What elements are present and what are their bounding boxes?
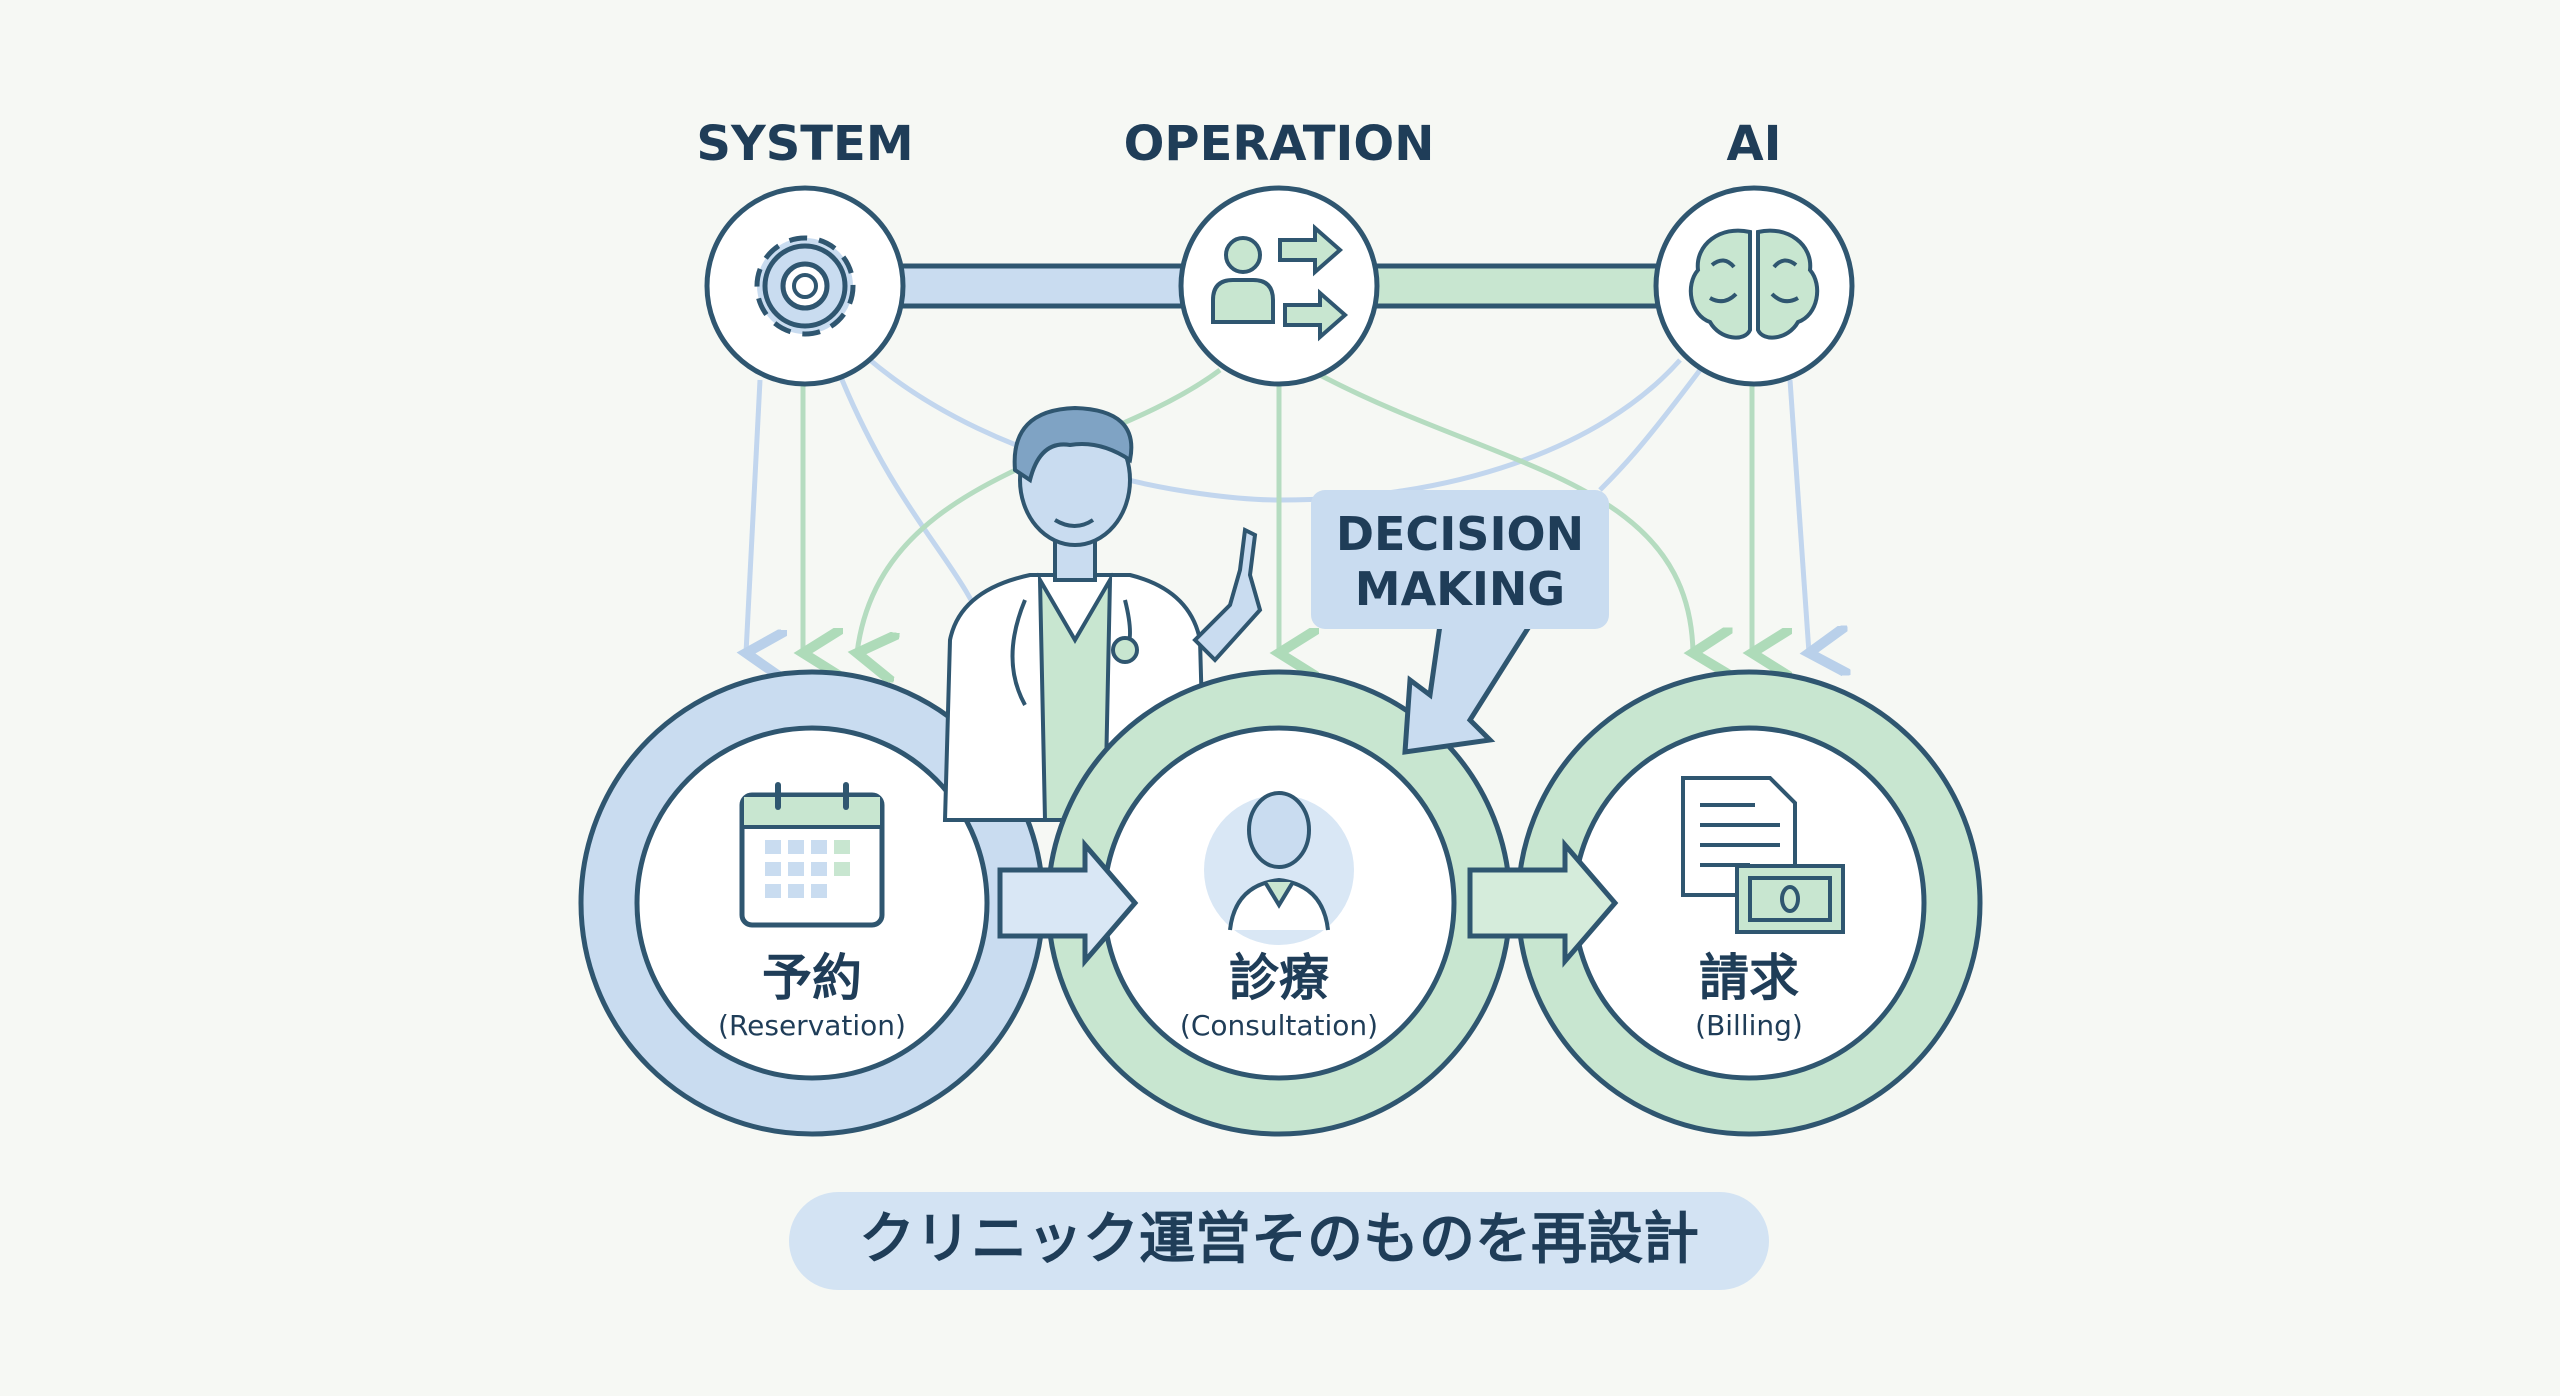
pillar-system: SYSTEM [696, 116, 914, 387]
pillar-ai: AI [1653, 116, 1855, 387]
pillar-connector-bars [897, 263, 1673, 309]
step-label-en: (Reservation) [718, 1009, 906, 1042]
step-label-jp: 診療 [1229, 949, 1329, 1007]
decision-making-callout: DECISION MAKING [1311, 490, 1609, 755]
step-label-jp: 請求 [1699, 949, 1799, 1007]
brain-icon [1688, 228, 1820, 340]
doctor-icon [1204, 791, 1354, 945]
gear-icon [754, 235, 856, 337]
pillar-operation: OPERATION [1124, 116, 1435, 387]
tagline-text: クリニック運営そのものを再設計 [859, 1207, 1699, 1272]
pillar-label: OPERATION [1124, 116, 1435, 172]
arrow-consultation-to-billing [1467, 838, 1619, 968]
decision-line1: DECISION [1336, 507, 1584, 561]
step-label-en: (Billing) [1695, 1009, 1803, 1042]
flow-arrows [997, 838, 1619, 968]
tagline-pill: クリニック運営そのものを再設計 [789, 1192, 1769, 1290]
person-arrows-icon [1211, 223, 1349, 342]
invoice-money-icon [1681, 776, 1845, 934]
step-label-jp: 予約 [762, 949, 862, 1007]
step-label-en: (Consultation) [1180, 1009, 1378, 1042]
flow-lines [746, 358, 1809, 653]
pillar-label: AI [1726, 116, 1781, 172]
calendar-icon [739, 782, 885, 928]
arrow-reservation-to-consultation [997, 838, 1139, 968]
pillar-label: SYSTEM [696, 116, 913, 172]
decision-line2: MAKING [1355, 562, 1565, 616]
